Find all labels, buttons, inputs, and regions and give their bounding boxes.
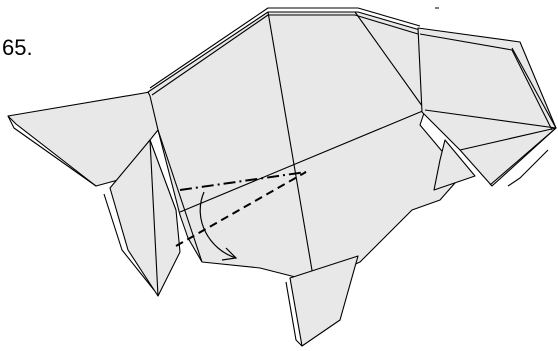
origami-diagram (0, 0, 558, 351)
